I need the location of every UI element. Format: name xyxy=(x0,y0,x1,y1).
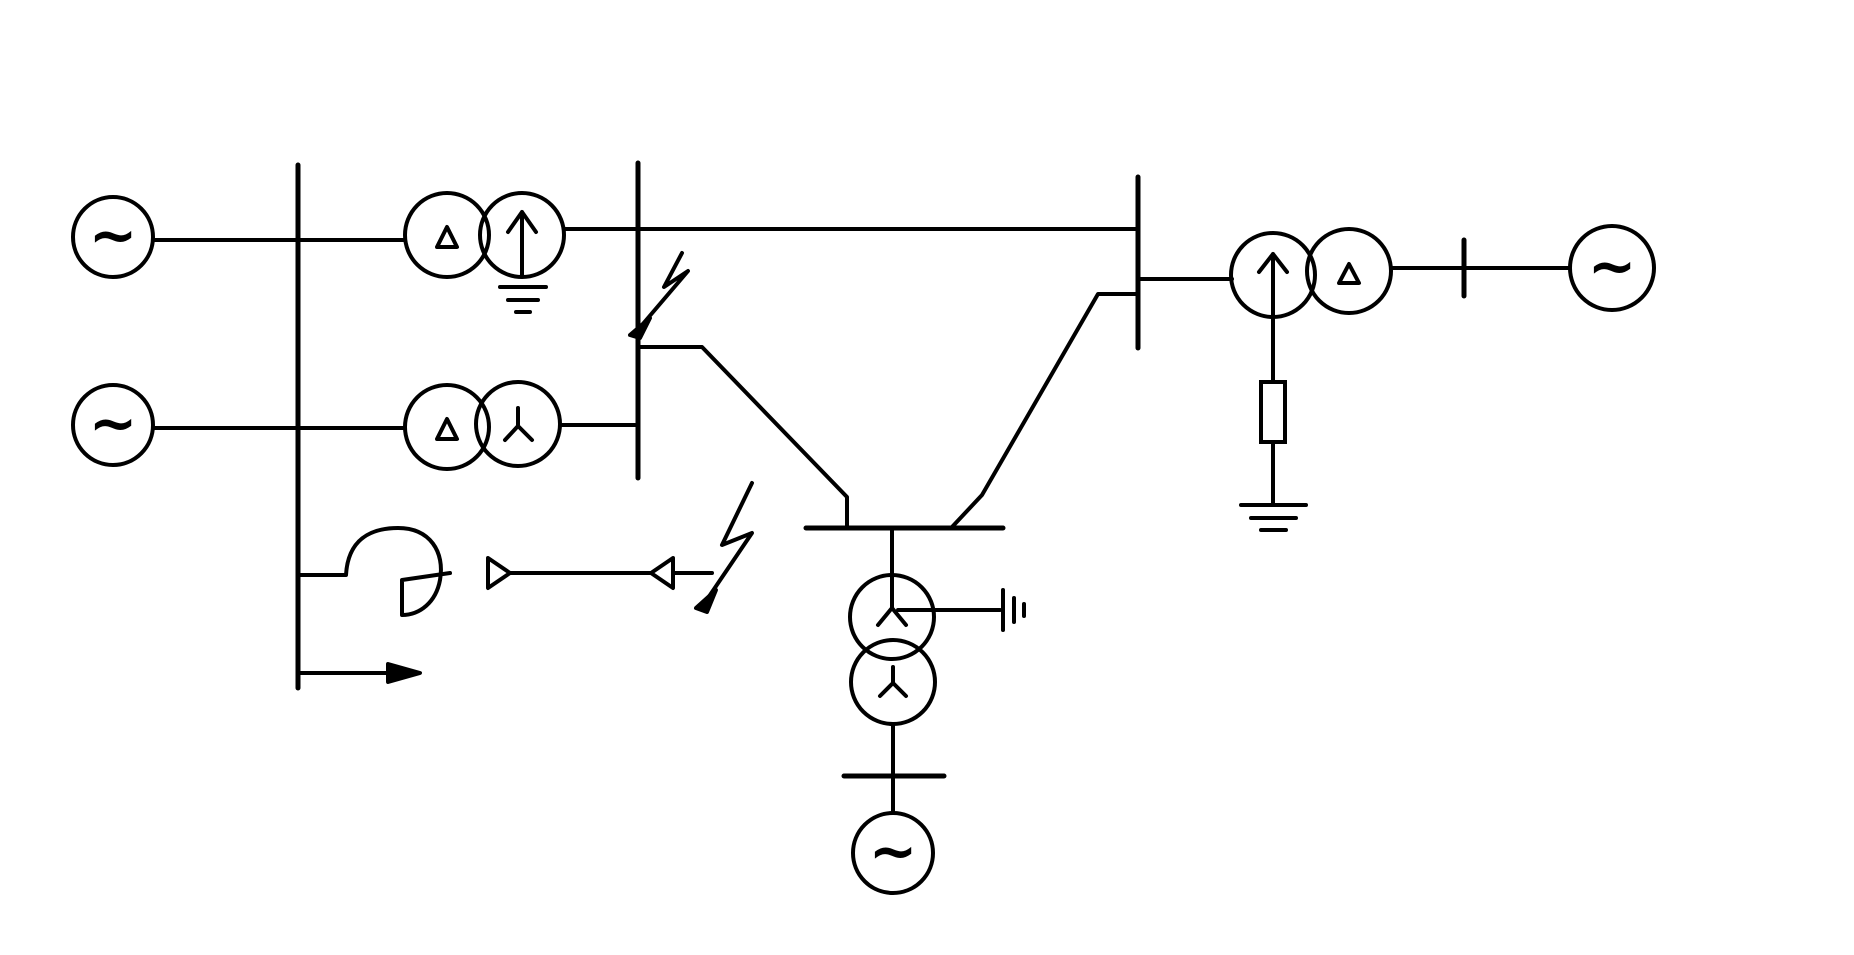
fault-f2-arrowhead xyxy=(694,588,718,614)
generator-g3-symbol: ~ xyxy=(869,817,918,885)
wye-winding-icon xyxy=(878,665,908,698)
rectifier-arrow-icon xyxy=(486,556,512,590)
inverter-arrow-icon xyxy=(649,556,675,590)
generator-g2-circle xyxy=(71,383,155,467)
load-arrowhead xyxy=(386,662,422,684)
generator-g3-circle xyxy=(851,811,935,895)
generator-g4-symbol: ~ xyxy=(1588,232,1637,300)
transformer-t4-secondary-winding xyxy=(1305,227,1393,315)
resistor-icon xyxy=(1259,380,1287,444)
wye-winding-icon xyxy=(503,406,534,442)
generator-g4-circle xyxy=(1568,224,1656,312)
generator-g3: ~ xyxy=(851,811,935,895)
load-arrow-icon xyxy=(296,662,422,684)
wye-winding-grounded-icon xyxy=(1257,252,1289,322)
converter-symbol xyxy=(296,526,452,617)
fault-f2-bolt xyxy=(706,481,754,600)
transformer-t3-winding-1 xyxy=(848,573,936,661)
transformer-t2 xyxy=(403,380,562,471)
transformer-t2-primary-winding xyxy=(403,383,491,471)
delta-winding-icon xyxy=(435,417,459,441)
transformer-t1-primary-winding xyxy=(403,191,491,279)
ground-icon xyxy=(498,285,548,314)
delta-winding-icon xyxy=(1337,262,1361,285)
wye-winding-icon xyxy=(876,598,908,627)
transformer-t4 xyxy=(1229,227,1393,532)
line-bus2-bus4 xyxy=(636,345,849,529)
dc-link-icon xyxy=(296,526,714,617)
transformer-t1 xyxy=(403,191,566,314)
generator-g2: ~ xyxy=(71,383,155,467)
fault-icon xyxy=(628,251,690,340)
generator-g1-symbol: ~ xyxy=(89,201,138,269)
fault-f1-arrowhead xyxy=(628,316,652,340)
generator-g4: ~ xyxy=(1568,224,1656,312)
fault-icon xyxy=(694,481,754,614)
generator-g1: ~ xyxy=(71,195,155,279)
transformer-t3 xyxy=(848,573,1026,726)
ground-icon xyxy=(1001,588,1026,632)
line-bus3-bus4 xyxy=(950,292,1140,529)
ground-icon xyxy=(1239,503,1308,532)
generator-g1-circle xyxy=(71,195,155,279)
wye-winding-grounded-icon xyxy=(506,210,538,277)
delta-winding-icon xyxy=(435,225,459,249)
generator-g2-symbol: ~ xyxy=(89,389,138,457)
fault-f1-bolt xyxy=(640,251,690,327)
